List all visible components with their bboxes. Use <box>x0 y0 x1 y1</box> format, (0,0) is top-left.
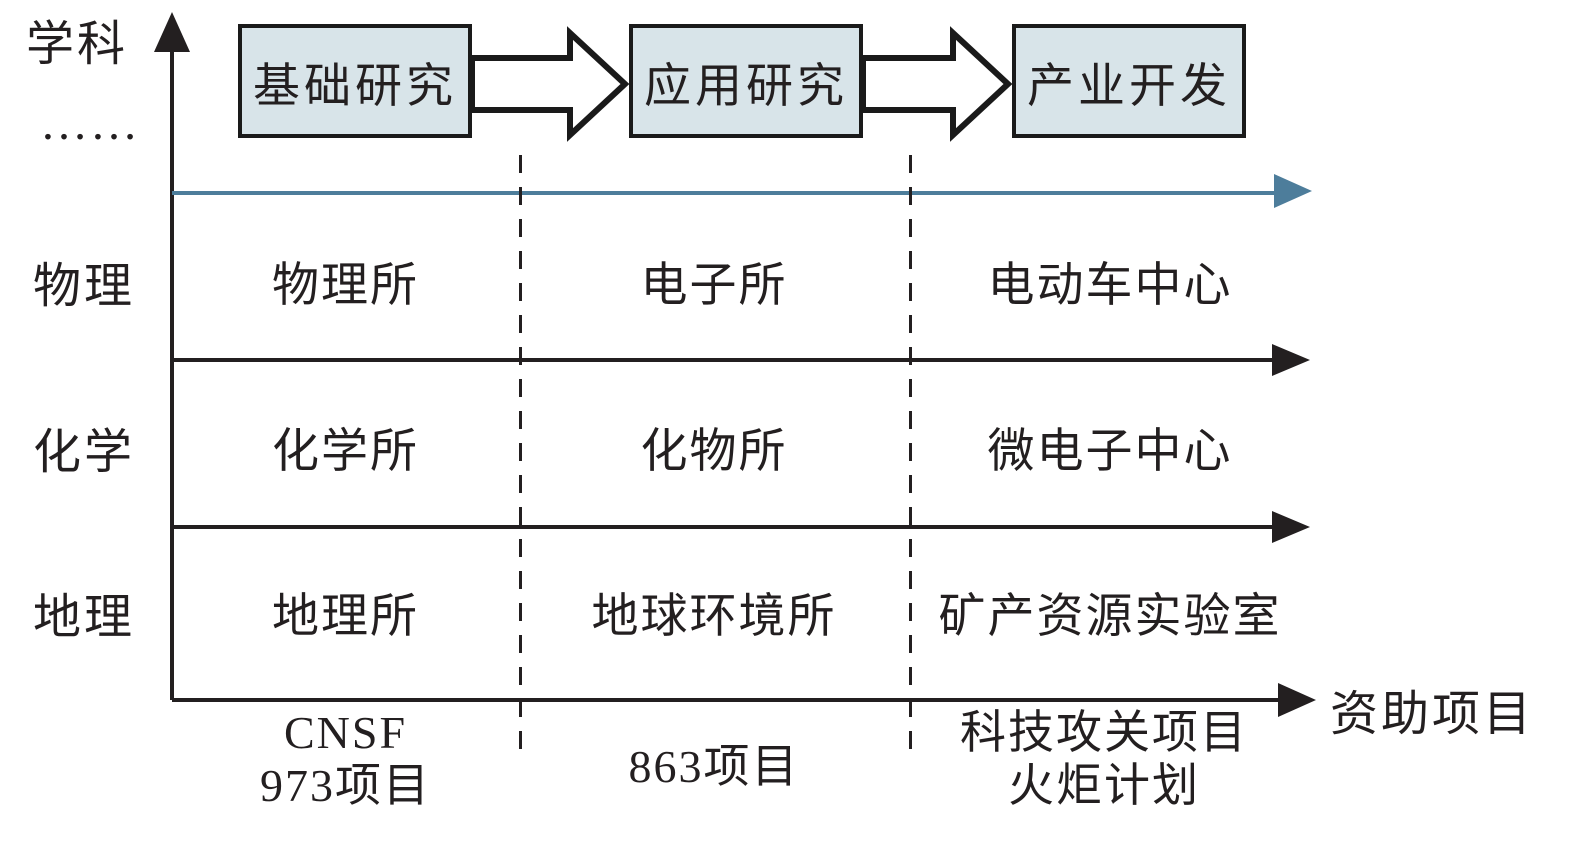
cell-physics-industrial: 电动车中心 <box>987 260 1233 312</box>
top-row-arrow-line <box>172 191 1276 195</box>
y-axis-arrow-icon <box>154 12 190 52</box>
flow-arrow-icon <box>860 26 1013 142</box>
stage-box-label: 产业开发 <box>1027 60 1231 113</box>
cell-geography-basic: 地理所 <box>272 591 419 643</box>
stage-box-basic-research: 基础研究 <box>238 24 472 138</box>
row-arrow-icon-chemistry <box>1272 511 1310 543</box>
column-divider-dashed-2 <box>909 155 912 761</box>
x-axis-arrow-icon <box>1278 683 1316 717</box>
row-label-chemistry: 化学 <box>33 426 136 479</box>
cell-geography-applied: 地球环境所 <box>591 591 837 643</box>
funding-label-line: 973项目 <box>260 760 431 811</box>
funding-label-cnsf-973: CNSF 973项目 <box>172 706 519 812</box>
row-arrow-line-physics <box>172 358 1274 362</box>
funding-label-line: 863项目 <box>628 741 800 792</box>
cell-chemistry-basic: 化学所 <box>272 426 419 478</box>
cell-geography-industrial: 矿产资源实验室 <box>938 591 1282 643</box>
funding-label-line: 火炬计划 <box>1008 760 1200 811</box>
funding-label-line: 科技攻关项目 <box>960 707 1248 758</box>
column-divider-dashed-1 <box>519 155 522 761</box>
funding-label-keytech-torch: 科技攻关项目 火炬计划 <box>909 706 1299 812</box>
x-axis-label: 资助项目 <box>1330 688 1535 741</box>
y-axis-line <box>170 36 174 700</box>
flow-arrow-icon <box>469 26 630 142</box>
row-arrow-icon-physics <box>1272 344 1310 376</box>
funding-label-863: 863项目 <box>519 740 909 793</box>
discipline-ellipsis: …… <box>40 97 140 150</box>
cell-physics-basic: 物理所 <box>272 260 419 312</box>
stage-box-industrial-development: 产业开发 <box>1012 24 1246 138</box>
x-axis-line <box>172 698 1280 702</box>
row-label-geography: 地理 <box>33 591 136 644</box>
row-arrow-line-chemistry <box>172 525 1274 529</box>
funding-label-line: CNSF <box>283 707 408 758</box>
stage-box-label: 基础研究 <box>253 60 457 113</box>
stage-box-label: 应用研究 <box>644 60 848 113</box>
cell-physics-applied: 电子所 <box>640 260 788 312</box>
cell-chemistry-applied: 化物所 <box>640 426 788 478</box>
top-row-arrow-icon <box>1274 174 1312 208</box>
row-label-physics: 物理 <box>33 260 136 313</box>
y-axis-label: 学科 <box>26 18 129 71</box>
stage-box-applied-research: 应用研究 <box>629 24 863 138</box>
cell-chemistry-industrial: 微电子中心 <box>987 426 1233 478</box>
